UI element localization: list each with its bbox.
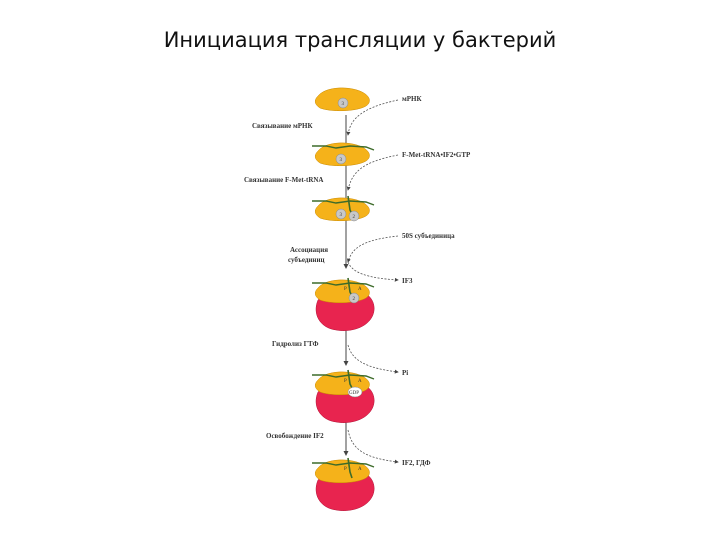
stage-3-complex: 3 2	[312, 195, 375, 222]
stage-5-complex: P A GDP	[312, 369, 375, 423]
step-label-association-2: субъединиц	[288, 256, 325, 264]
stage-1-complex: 3	[315, 87, 370, 111]
svg-text:P: P	[344, 467, 347, 472]
svg-text:A: A	[358, 379, 362, 384]
stage-2-complex: 3	[312, 142, 375, 166]
svg-text:2: 2	[353, 297, 356, 302]
svg-text:GDP: GDP	[349, 391, 359, 396]
svg-text:P: P	[344, 287, 347, 292]
output-label-if3: IF3	[402, 277, 413, 285]
factor-if3	[337, 97, 349, 109]
factor-if2	[348, 210, 360, 222]
output-arrow-if2	[347, 429, 399, 464]
output-label-pi: Pi	[402, 369, 408, 377]
output-arrow-if3	[347, 261, 399, 282]
factor-if3-3	[335, 208, 347, 220]
step-label-fmet-binding: Связывание F-Met-tRNA	[244, 176, 324, 184]
step-label-association-1: Ассоциация	[290, 246, 328, 254]
stage-6-complex: P A	[312, 457, 375, 511]
factor-if2-gdp	[347, 386, 363, 398]
svg-text:3: 3	[340, 213, 343, 218]
factor-if2-4	[348, 292, 360, 304]
input-arrow-mrna	[346, 99, 399, 136]
svg-text:3: 3	[340, 158, 343, 163]
output-label-if2-gdp: IF2, ГДФ	[402, 459, 431, 467]
factor-if3-2	[335, 153, 347, 165]
input-arrow-50s	[346, 235, 399, 263]
step-label-if2-release: Освобождение IF2	[266, 432, 324, 440]
step-label-gtp-hydrolysis: Гидролиз ГТФ	[272, 340, 319, 348]
input-label-50s: 50S субъединица	[402, 232, 455, 240]
svg-text:2: 2	[353, 215, 356, 220]
input-label-mrna: мРНК	[402, 95, 422, 103]
input-label-fmet-trna: F-Met-tRNA•IF2•GTP	[402, 151, 471, 159]
slide-title: Инициация трансляции у бактерий	[163, 28, 557, 52]
step-label-mrna-binding: Связывание мРНК	[252, 122, 314, 130]
svg-text:A: A	[358, 467, 362, 472]
output-arrow-pi	[347, 344, 399, 374]
svg-text:A: A	[358, 287, 362, 292]
svg-text:P: P	[344, 379, 347, 384]
input-arrow-fmet	[346, 154, 399, 191]
stage-4-complex: P A 2	[312, 277, 375, 331]
svg-text:3: 3	[342, 102, 345, 107]
